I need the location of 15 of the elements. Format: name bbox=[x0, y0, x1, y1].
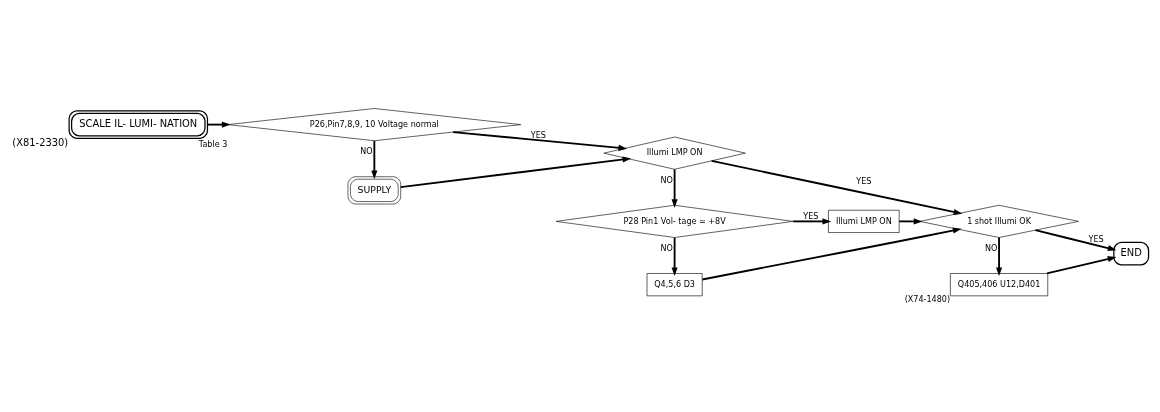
node-label: (X81-2330) bbox=[12, 136, 69, 148]
arrow bbox=[898, 217, 923, 224]
arrow bbox=[671, 167, 678, 208]
arrow bbox=[1034, 228, 1117, 251]
arrow bbox=[996, 236, 1003, 276]
arrow bbox=[206, 121, 231, 128]
arrow bbox=[710, 159, 963, 215]
node-box: END bbox=[1113, 241, 1150, 265]
arrow bbox=[701, 227, 962, 280]
arrow bbox=[792, 217, 832, 224]
arrow bbox=[371, 139, 378, 179]
arrow bbox=[1046, 255, 1117, 274]
arrow bbox=[452, 130, 628, 151]
arrow bbox=[399, 156, 632, 188]
arrow bbox=[671, 236, 678, 276]
